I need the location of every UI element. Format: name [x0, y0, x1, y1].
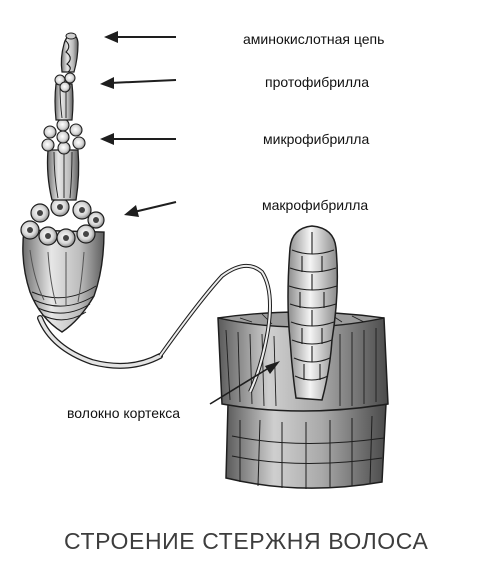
macrofibril-wrapping	[29, 249, 97, 321]
label-protofibril: протофибрилла	[265, 74, 369, 90]
arrow-macrofibril	[124, 201, 177, 217]
cortex-block	[158, 264, 389, 489]
arrow-cortex-fiber	[209, 361, 280, 405]
fiber-assembly	[20, 32, 163, 369]
label-amino-acid-chain: аминокислотная цепь	[243, 31, 384, 47]
arrow-amino-chain	[104, 31, 176, 43]
arrow-protofibril	[100, 77, 177, 89]
protofibril-top	[54, 72, 76, 93]
protofibril-stalk	[54, 83, 74, 121]
label-microfibril: микрофибрилла	[263, 131, 369, 147]
column-segments	[288, 232, 338, 381]
arrow-microfibril	[100, 133, 176, 145]
label-cortex-fiber: волокно кортекса	[67, 405, 180, 421]
diagram-title: СТРОЕНИЕ СТЕРЖНЯ ВОЛОСА	[64, 528, 428, 554]
microfibril-bundles	[20, 197, 105, 248]
leader-arrows	[100, 31, 280, 405]
protofibril-ring	[41, 118, 86, 155]
label-macrofibril: макрофибрилла	[262, 197, 368, 213]
macrofibril-column	[287, 225, 339, 401]
microfibril-stalk	[46, 149, 80, 201]
